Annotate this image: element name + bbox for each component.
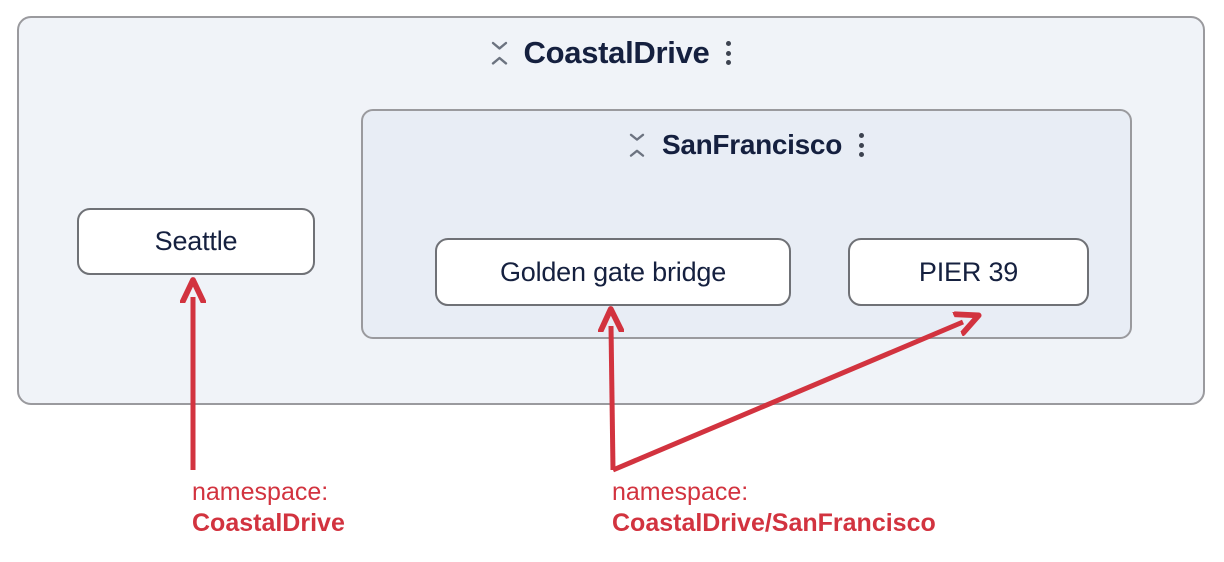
kebab-dot — [725, 50, 731, 56]
kebab-menu-icon[interactable] — [725, 41, 731, 65]
annotation-value: CoastalDrive/SanFrancisco — [612, 509, 936, 537]
kebab-dot — [725, 60, 731, 65]
node-pier-39[interactable]: PIER 39 — [848, 238, 1089, 306]
group-coastaldrive-header: CoastalDrive — [19, 18, 1203, 88]
annotation-value: CoastalDrive — [192, 509, 345, 537]
kebab-dot — [725, 41, 731, 46]
annotation-label: namespace: — [192, 478, 329, 506]
group-sanfrancisco-header: SanFrancisco — [363, 111, 1130, 179]
annotation-label: namespace: — [612, 478, 749, 506]
node-seattle[interactable]: Seattle — [77, 208, 315, 275]
annotation-coastaldrive: namespace: CoastalDrive — [192, 477, 345, 539]
group-coastaldrive-title: CoastalDrive — [523, 35, 710, 70]
collapse-icon[interactable] — [629, 133, 646, 157]
annotation-coastaldrive-sanfrancisco: namespace: CoastalDrive/SanFrancisco — [612, 477, 936, 539]
group-sanfrancisco-title: SanFrancisco — [661, 129, 843, 160]
collapse-icon[interactable] — [491, 41, 508, 65]
kebab-dot — [858, 133, 864, 138]
kebab-dot — [858, 152, 864, 157]
node-golden-gate-bridge[interactable]: Golden gate bridge — [435, 238, 791, 306]
kebab-menu-icon[interactable] — [858, 133, 864, 157]
kebab-dot — [858, 142, 864, 148]
